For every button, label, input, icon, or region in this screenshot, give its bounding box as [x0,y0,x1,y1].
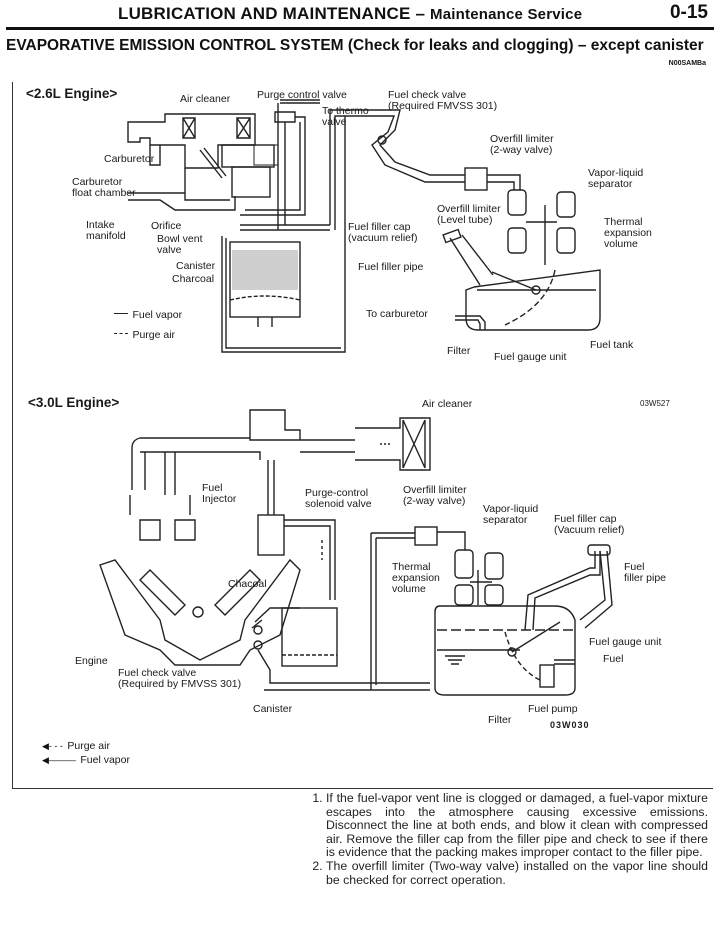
solid-arrow-icon: ◀——— [42,755,76,765]
throttle-body-3-0l [249,409,301,441]
label-bowl-vent-valve: Bowl vent valve [157,233,203,256]
vapor-liquid-separator-3-0l [454,549,504,606]
label-fuel-gauge-unit-2-6l: Fuel gauge unit [494,351,567,363]
engine-3-0l [99,495,301,666]
label-fuel: Fuel [603,653,624,665]
label-fuel-check-valve-3-0l: Fuel check valve (Required by FMVSS 301) [118,667,242,690]
overfill-limiter-2-6l [464,167,488,191]
label-chacoal: Chacoal [228,578,267,590]
label-fuel-filler-pipe-2-6l: Fuel filler pipe [358,261,424,273]
legend-2-6l: Fuel vapor Purge air [114,305,182,345]
note-item: The overfill limiter (Two-way valve) ins… [326,859,708,887]
canister-3-0l [251,607,430,691]
engine-3-0l-heading: <3.0L Engine> [28,395,120,410]
dash-dot-line-icon [114,333,128,335]
label-thermal-expansion-volume-3-0l: Thermal expansion volume [392,561,440,595]
label-overfill-limiter-level-tube: Overfill limiter (Level tube) [437,203,501,226]
section-title: EVAPORATIVE EMISSION CONTROL SYSTEM (Che… [6,37,704,54]
label-vapor-liquid-separator-2-6l: Vapor-liquid separator [588,167,644,190]
label-fuel-filler-cap-2-6l: Fuel filler cap (vacuum relief) [348,221,418,244]
label-fuel-check-valve-2-6l: Fuel check valve (Required FMVSS 301) [388,89,498,112]
legend-3-0l: ◀- - - Purge air ◀——— Fuel vapor [42,736,130,766]
fuel-check-valve-2-6l [370,109,465,176]
label-fuel-tank-2-6l: Fuel tank [590,339,634,351]
label-thermal-expansion-volume-2-6l: Thermal expansion volume [604,216,652,250]
page-number: 0-15 [669,2,708,23]
fuel-tank-2-6l [465,269,601,331]
label-air-cleaner-3-0l: Air cleaner [422,398,473,410]
label-to-carburetor: To carburetor [366,308,428,320]
canister-2-6l [221,116,346,353]
label-carburetor-float-chamber: Carburetor float chamber [72,176,136,199]
label-air-cleaner-2-6l: Air cleaner [180,93,231,105]
label-fuel-injector: Fuel Injector [202,482,237,505]
figure-frame [12,82,713,789]
solid-line-icon [114,313,128,315]
legend-item-purge-air-3-0l: ◀- - - Purge air [42,740,110,752]
page-header-title: LUBRICATION AND MAINTENANCE – Maintenanc… [118,4,582,24]
label-overfill-limiter-3-0l: Overfill limiter (2-way valve) [403,484,467,507]
label-vapor-liquid-separator-3-0l: Vapor-liquid separator [483,503,539,526]
diagram-2-6l [127,99,601,353]
legend-item-purge-air: Purge air [114,325,182,345]
label-fuel-pump: Fuel pump [528,703,578,715]
engine-2-6l-heading: <2.6L Engine> [26,86,118,101]
header-separator: – [415,4,426,23]
emission-system-diagram [99,99,613,696]
figure-code-03w030: 03W030 [550,720,590,730]
diagram-3-0l [99,409,613,696]
label-engine: Engine [75,655,108,667]
vapor-liquid-separator-2-6l [507,189,576,265]
fuel-filler-cap-3-0l [587,544,611,556]
label-charcoal: Charcoal [172,273,215,285]
section-code: N00SAMBa [668,60,706,67]
dashed-arrow-icon: ◀- - - [42,741,63,751]
overfill-limiter-3-0l [414,526,438,546]
label-intake-manifold: Intake manifold [86,219,126,242]
air-cleaner-3-0l [355,417,431,471]
label-fuel-gauge-unit-3-0l: Fuel gauge unit [589,636,662,648]
legend-item-fuel-vapor: Fuel vapor [114,305,182,325]
fuel-filler-pipe-2-6l [449,234,494,286]
header-title: LUBRICATION AND MAINTENANCE [118,4,411,23]
label-carburetor: Carburetor [104,153,155,165]
carburetor-2-6l [184,144,279,201]
label-purge-control-valve: Purge control valve [257,89,347,101]
label-to-thermo-valve: To thermo valve [322,105,369,128]
label-purge-control-solenoid-valve: Purge-control solenoid valve [305,487,372,510]
label-filter-3-0l: Filter [488,714,512,726]
label-fuel-filler-cap-3-0l: Fuel filler cap (Vacuum relief) [554,513,625,536]
instruction-notes: If the fuel-vapor vent line is clogged o… [300,791,708,887]
intake-manifold-2-6l [128,192,236,211]
fuel-tank-3-0l [434,605,576,696]
label-fuel-filler-pipe-3-0l: Fuel filler pipe [624,561,667,584]
label-orifice: Orifice [151,220,182,232]
figure-code-03w527: 03W527 [640,399,670,408]
header-rule [6,27,714,30]
label-canister-3-0l: Canister [253,703,293,715]
note-item: If the fuel-vapor vent line is clogged o… [326,791,708,860]
label-canister-2-6l: Canister [176,260,216,272]
label-overfill-limiter-2way-2-6l: Overfill limiter (2-way valve) [490,133,554,156]
label-filter-2-6l: Filter [447,345,471,357]
legend-item-fuel-vapor-3-0l: ◀——— Fuel vapor [42,754,130,766]
header-subtitle: Maintenance Service [430,6,583,23]
purge-control-solenoid-3-0l [257,514,285,556]
